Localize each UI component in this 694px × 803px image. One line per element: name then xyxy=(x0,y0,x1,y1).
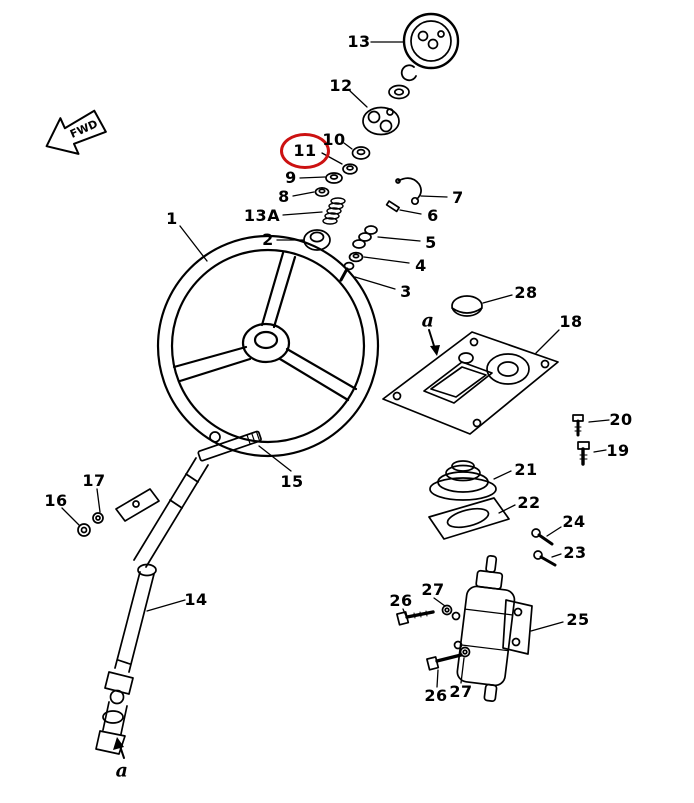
fwd-arrow-icon: FWD xyxy=(45,109,107,155)
part-22-gasket xyxy=(428,497,510,540)
steering-column-lower-14 xyxy=(114,563,157,673)
part-7-clip xyxy=(395,177,422,206)
column-bracket xyxy=(115,488,160,522)
steering-shaft-15 xyxy=(197,430,262,462)
part-4-washer xyxy=(348,251,364,263)
steering-wheel xyxy=(156,234,380,458)
part-26-bolt-upper xyxy=(396,610,435,626)
steering-gearbox-25 xyxy=(456,554,533,702)
universal-joint xyxy=(95,671,134,755)
part-26-bolt-lower xyxy=(426,653,463,671)
part-27-washer-upper xyxy=(441,604,461,621)
part-13a-spring xyxy=(322,197,346,225)
part-2-bushing xyxy=(303,229,331,251)
part-9-washer xyxy=(325,172,343,184)
part-20-bolt xyxy=(572,414,584,437)
steering-column-upper xyxy=(133,457,209,568)
part-12-horn-button-parts xyxy=(362,64,417,136)
part-27-washer-lower xyxy=(453,640,471,658)
part-8-washer xyxy=(314,186,330,198)
ref-arrow-top xyxy=(428,329,440,356)
part-28-cap xyxy=(451,295,483,317)
part-16-nut xyxy=(77,523,91,537)
mounting-plate-18 xyxy=(382,331,559,435)
part-10-nut xyxy=(351,146,371,160)
part-5-washers xyxy=(352,225,378,249)
part-17-washer xyxy=(92,512,104,524)
part-6-pin xyxy=(385,200,400,213)
leader-lines xyxy=(61,41,610,688)
part-23-bolt xyxy=(533,550,557,567)
part-19-bolt xyxy=(577,441,590,466)
part-13-horn-cap xyxy=(402,12,460,70)
part-11-nut xyxy=(342,163,358,175)
part-24-bolt xyxy=(531,528,554,546)
ref-arrow-bottom xyxy=(113,737,125,759)
part-21-boot xyxy=(429,460,497,501)
